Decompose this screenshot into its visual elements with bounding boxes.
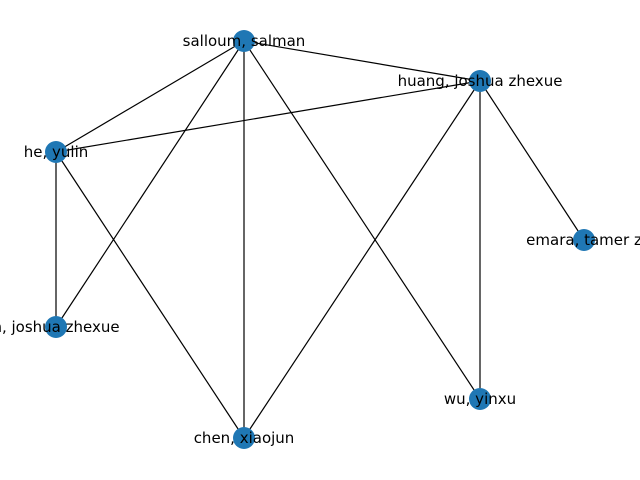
node-label-huang: huang, joshua zhexue [398,72,563,90]
graph-edges [55,40,585,439]
node-label-chen: chen, xiaojun [194,429,295,447]
node-he [45,141,67,163]
edge-salloum-wu [243,40,481,400]
node-salloum [233,30,255,52]
graph-nodes [45,30,595,449]
edge-salloum-huang2 [55,40,245,328]
node-huang [469,70,491,92]
node-label-wu: wu, yinxu [444,390,516,408]
node-label-salloum: salloum, salman [183,32,306,50]
node-label-emara: emara, tamer z [526,231,640,249]
edge-huang-chen [243,80,481,439]
edge-he-chen [55,151,245,439]
edge-huang-he [55,80,481,153]
node-wu [469,388,491,410]
graph-labels: salloum, salman huang, joshua zhexue he, y… [0,32,640,447]
node-label-he: he, yulin [24,143,89,161]
node-chen [233,427,255,449]
node-label-huang2: n, joshua zhexue [0,318,120,336]
node-huang2 [45,316,67,338]
edge-huang-emara [479,80,585,241]
node-emara [573,229,595,251]
edge-salloum-he [55,40,245,153]
edge-salloum-huang [243,40,481,82]
